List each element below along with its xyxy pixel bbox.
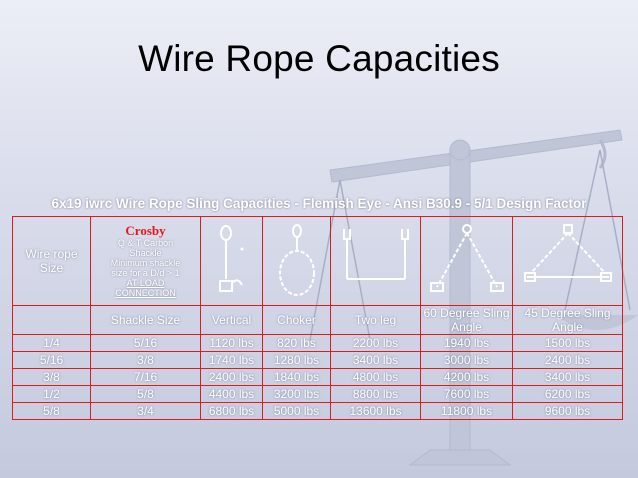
cell-45-degree: 6200 lbs [512,385,623,403]
cell-choker: 820 lbs [262,334,331,352]
cell-shackle: 7/16 [90,368,201,386]
sling-45-cell [512,216,623,306]
load-connection-link-1[interactable]: AT LOAD [126,278,165,288]
cell-vertical: 6800 lbs [200,402,263,420]
col-header-45-degree: 45 Degree Sling Angle [512,305,623,335]
cell-two-leg: 8800 lbs [330,385,421,403]
header-blank [12,305,91,335]
sling-45-icon [523,224,612,282]
sling-60-cell [420,216,513,306]
crosby-shackle-cell: Crosby Q & T Carbon Shackle Minimum shac… [90,216,201,306]
col-header-two-leg: Two leg [330,305,421,335]
cell-vertical: 1120 lbs [200,334,263,352]
cell-60-degree: 4200 lbs [420,368,513,386]
cell-choker: 5000 lbs [262,402,331,420]
col-header-shackle-size: Shackle Size [90,305,201,335]
cell-45-degree: 9600 lbs [512,402,623,420]
cell-45-degree: 2400 lbs [512,351,623,369]
cell-two-leg: 13600 lbs [330,402,421,420]
table-row: 5/16 3/8 1740 lbs 1280 lbs 3400 lbs 3000… [12,351,623,369]
cell-choker: 3200 lbs [262,385,331,403]
col-header-vertical: Vertical [200,305,263,335]
cell-45-degree: 3400 lbs [512,368,623,386]
col-header-60-degree: 60 Degree Sling Angle [420,305,513,335]
cell-60-degree: 1940 lbs [420,334,513,352]
cell-shackle: 3/4 [90,402,201,420]
two-leg-icon [342,229,409,280]
col-header-choker: Choker [262,305,331,335]
row-header-label: Wire rope Size [12,216,91,306]
shackle-note-2: Shackle [129,248,162,258]
table-heading: 6x19 iwrc Wire Rope Sling Capacities - F… [51,196,587,211]
shackle-note-1: Q & T Carbon [117,238,174,248]
cell-size: 1/2 [12,385,91,403]
cell-size: 5/16 [12,351,91,369]
cell-size: 1/4 [12,334,91,352]
shackle-note-4: size for a D/d > 1 [111,268,180,278]
shackle-note-3: Minimum shackle [110,258,181,268]
vertical-hitch-cell [200,216,263,306]
cell-60-degree: 3000 lbs [420,351,513,369]
cell-two-leg: 4800 lbs [330,368,421,386]
two-leg-cell [330,216,421,306]
table-row: 5/8 3/4 6800 lbs 5000 lbs 13600 lbs 1180… [12,402,623,420]
choker-hitch-icon [278,224,315,296]
sling-60-icon [429,224,504,292]
crosby-brand: Crosby [125,223,166,238]
cell-two-leg: 2200 lbs [330,334,421,352]
cell-two-leg: 3400 lbs [330,351,421,369]
cell-shackle: 5/16 [90,334,201,352]
cell-size: 3/8 [12,368,91,386]
load-connection-link-2[interactable]: CONNECTION [115,288,176,298]
cell-size: 5/8 [12,402,91,420]
choker-hitch-cell [262,216,331,306]
cell-choker: 1840 lbs [262,368,331,386]
cell-45-degree: 1500 lbs [512,334,623,352]
capacity-table: Wire rope Size Crosby Q & T Carbon Shack… [12,216,623,432]
slide-title: Wire Rope Capacities [138,38,500,79]
cell-60-degree: 7600 lbs [420,385,513,403]
cell-shackle: 5/8 [90,385,201,403]
cell-60-degree: 11800 lbs [420,402,513,420]
cell-shackle: 3/8 [90,351,201,369]
cell-vertical: 1740 lbs [200,351,263,369]
cell-choker: 1280 lbs [262,351,331,369]
cell-vertical: 2400 lbs [200,368,263,386]
table-row: 3/8 7/16 2400 lbs 1840 lbs 4800 lbs 4200… [12,368,623,386]
cell-vertical: 4400 lbs [200,385,263,403]
table-row: 1/2 5/8 4400 lbs 3200 lbs 8800 lbs 7600 … [12,385,623,403]
vertical-hitch-icon [218,225,243,292]
table-row: 1/4 5/16 1120 lbs 820 lbs 2200 lbs 1940 … [12,334,623,352]
